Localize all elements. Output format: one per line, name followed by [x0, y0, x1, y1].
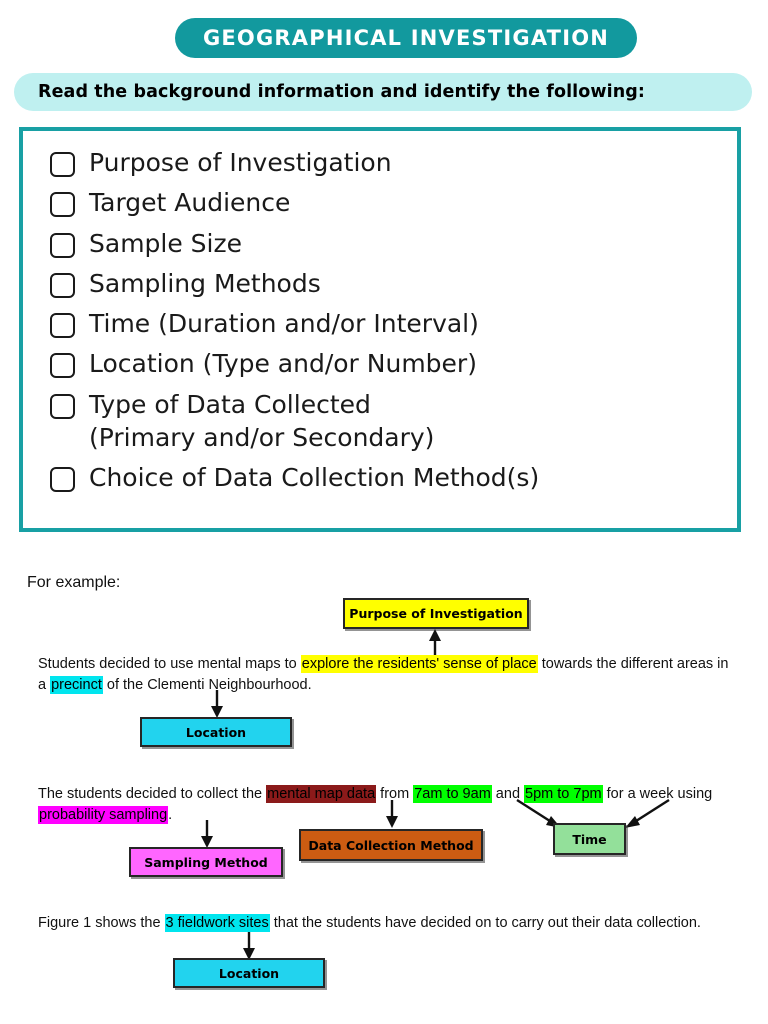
checkbox-icon[interactable] [50, 272, 75, 298]
checklist-item-target-audience[interactable]: Target Audience [50, 186, 737, 219]
arrow-down-to-data-collection-method-icon [386, 800, 398, 828]
callout-location-2: Location [173, 958, 325, 988]
checkbox-icon[interactable] [50, 393, 75, 419]
checklist-item-label: Type of Data Collected (Primary and/or S… [89, 389, 435, 452]
instruction-banner: Read the background information and iden… [14, 73, 752, 111]
checklist-item-label: Purpose of Investigation [89, 148, 392, 177]
p3-part1: Figure 1 shows the [38, 915, 165, 931]
checklist-item-sampling-methods[interactable]: Sampling Methods [50, 267, 737, 300]
arrow-diagonal-right-to-time-icon [625, 798, 670, 828]
callout-time: Time [553, 823, 626, 855]
example-paragraph-2: The students decided to collect the ment… [38, 784, 744, 825]
instruction-text: Read the background information and iden… [38, 82, 646, 102]
callout-label: Data Collection Method [308, 837, 474, 853]
checkbox-icon[interactable] [50, 152, 75, 177]
checklist-items: Purpose of Investigation Target Audience… [23, 131, 737, 494]
checklist-item-purpose-of-investigation[interactable]: Purpose of Investigation [50, 146, 737, 179]
arrow-down-to-sampling-method-icon [201, 820, 213, 848]
p2-part2: from [376, 786, 414, 802]
checkbox-icon[interactable] [50, 232, 75, 258]
callout-label: Time [572, 831, 607, 847]
highlight-sampling-method: probability sampling [38, 805, 169, 824]
p2-part5: . [168, 806, 173, 823]
checkbox-icon[interactable] [50, 313, 75, 338]
p1-part2: towards the different areas in a [38, 656, 729, 693]
callout-location-1: Location [140, 717, 292, 747]
page-title: GEOGRAPHICAL INVESTIGATION [202, 26, 610, 50]
p1-part3: of the Clementi Neighbourhood. [102, 676, 312, 693]
p2-part3: and [491, 786, 525, 802]
arrow-down-to-location-1-icon [211, 690, 223, 718]
checklist-item-sample-size[interactable]: Sample Size [50, 227, 737, 260]
checklist-item-label: Sampling Methods [89, 268, 321, 298]
for-example-label: For example: [27, 574, 121, 591]
highlight-purpose-of-investigation: explore the residents' sense of place [300, 655, 538, 673]
example-paragraph-1: Students decided to use mental maps to e… [38, 654, 738, 695]
highlight-location-precinct: precinct [50, 675, 103, 694]
page-title-banner: GEOGRAPHICAL INVESTIGATION [175, 18, 637, 58]
checklist-item-label: Time (Duration and/or Interval) [89, 309, 479, 338]
checklist-item-location[interactable]: Location (Type and/or Number) [50, 347, 737, 380]
example-paragraph-3: Figure 1 shows the 3 fieldwork sites tha… [38, 913, 744, 934]
callout-label: Sampling Method [144, 854, 268, 870]
checklist-item-label: Sample Size [89, 228, 243, 258]
callout-label: Location [218, 965, 280, 981]
callout-purpose-of-investigation: Purpose of Investigation [343, 598, 529, 629]
checklist-item-type-of-data-collected[interactable]: Type of Data Collected (Primary and/or S… [50, 388, 737, 455]
highlight-location-fieldwork-sites: 3 fieldwork sites [164, 914, 270, 932]
highlight-data-collection-method: mental map data [266, 785, 377, 803]
checkbox-icon[interactable] [50, 192, 75, 218]
p3-part2: that the students have decided on to car… [269, 915, 701, 931]
checklist-item-choice-of-data-collection-method[interactable]: Choice of Data Collection Method(s) [50, 461, 737, 494]
checklist-item-label: Choice of Data Collection Method(s) [89, 463, 540, 492]
p1-part1: Students decided to use mental maps to [38, 656, 301, 672]
p2-part1: The students decided to collect the [38, 786, 267, 802]
p2-part4: for a week using [602, 786, 713, 802]
highlight-time-morning: 7am to 9am [413, 785, 492, 803]
callout-sampling-method: Sampling Method [129, 847, 283, 877]
highlight-time-evening: 5pm to 7pm [524, 785, 603, 803]
arrow-down-to-location-2-icon [243, 932, 255, 960]
checklist-item-time[interactable]: Time (Duration and/or Interval) [50, 307, 737, 340]
callout-label: Purpose of Investigation [349, 606, 523, 621]
checkbox-icon[interactable] [50, 467, 75, 492]
callout-label: Location [185, 724, 247, 740]
checklist-item-label: Target Audience [89, 188, 291, 218]
checklist-item-label: Location (Type and/or Number) [89, 349, 477, 379]
checkbox-icon[interactable] [50, 353, 75, 379]
callout-data-collection-method: Data Collection Method [299, 829, 483, 861]
checklist-panel: Purpose of Investigation Target Audience… [19, 127, 741, 532]
